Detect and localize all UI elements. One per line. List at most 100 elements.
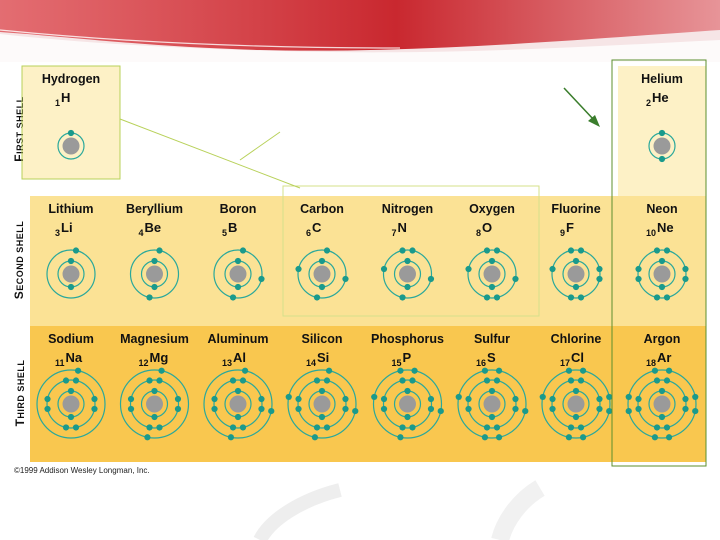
nucleus xyxy=(399,395,416,413)
electron xyxy=(285,393,292,401)
decorative-swoosh xyxy=(253,480,545,540)
element-symbol: Li xyxy=(61,220,73,235)
bohr-model-carbon xyxy=(295,247,349,301)
electron xyxy=(488,283,496,291)
electron xyxy=(234,413,242,421)
electron xyxy=(72,247,80,254)
row-label-second-shell: SECOND SHELL xyxy=(12,205,26,315)
electron xyxy=(146,377,153,384)
nucleus xyxy=(567,395,585,413)
electron xyxy=(258,275,265,283)
element-name: Phosphorus xyxy=(371,332,444,346)
electron xyxy=(625,393,632,401)
bohr-model-beryllium xyxy=(129,247,180,301)
electron xyxy=(596,405,603,413)
element-symbol: F xyxy=(566,220,574,235)
electron xyxy=(409,247,416,254)
copyright-credit: ©1999 Addison Wesley Longman, Inc. xyxy=(14,466,150,475)
electron xyxy=(234,283,242,291)
electron xyxy=(318,283,326,291)
element-name: Chlorine xyxy=(550,332,602,346)
nucleus xyxy=(229,395,247,413)
electron xyxy=(239,247,247,254)
electron xyxy=(342,405,349,413)
element-symbol-line: 17Cl xyxy=(560,350,584,368)
shell-orbit-2 xyxy=(213,249,263,299)
electron xyxy=(399,294,406,301)
electron xyxy=(465,265,472,273)
electron xyxy=(409,377,416,384)
nucleus xyxy=(483,395,501,413)
electron xyxy=(318,387,326,395)
element-name: Oxygen xyxy=(469,202,515,216)
electron xyxy=(495,367,503,374)
electron xyxy=(151,283,158,291)
electron xyxy=(399,247,406,254)
electron xyxy=(318,257,326,265)
electron xyxy=(313,424,321,431)
electron xyxy=(62,424,70,431)
nucleus xyxy=(313,395,331,413)
element-symbol-line: 10Ne xyxy=(646,220,674,238)
electron xyxy=(380,405,388,413)
electron xyxy=(539,393,546,401)
electron xyxy=(658,413,666,421)
bohr-model-hydrogen xyxy=(57,129,85,160)
nucleus xyxy=(146,395,163,413)
electron xyxy=(411,367,418,374)
atomic-number: 16 xyxy=(476,358,487,368)
element-name: Sodium xyxy=(48,332,94,346)
element-symbol: O xyxy=(482,220,493,235)
electron xyxy=(127,395,135,403)
shell-orbit-3 xyxy=(287,369,357,439)
electron xyxy=(323,424,331,431)
electron xyxy=(380,265,388,273)
electron xyxy=(493,247,501,254)
electron xyxy=(606,393,613,401)
electron xyxy=(522,407,529,415)
electron xyxy=(127,405,135,413)
electron xyxy=(579,434,587,441)
element-symbol: He xyxy=(652,90,669,105)
electron xyxy=(625,407,632,415)
element-symbol-line: 16S xyxy=(476,350,496,368)
electron xyxy=(549,395,556,403)
row-label-rest: HIRD SHELL xyxy=(16,359,26,419)
electron xyxy=(211,405,218,413)
atomic-number: 17 xyxy=(560,358,571,368)
bohr-model-phosphorus xyxy=(371,367,444,441)
element-name: Beryllium xyxy=(126,202,183,216)
pointer-line-lower xyxy=(239,131,281,161)
electron xyxy=(572,257,580,265)
electron xyxy=(488,387,496,395)
shell-orbit-2 xyxy=(551,379,601,429)
shell-orbit-3 xyxy=(203,369,273,439)
electron xyxy=(651,434,659,441)
electron xyxy=(151,387,158,395)
element-symbol: Mg xyxy=(149,350,169,365)
electron xyxy=(635,405,642,413)
electron xyxy=(488,257,496,265)
nucleus xyxy=(567,265,585,283)
arrow-line xyxy=(563,87,595,121)
element-name: Sulfur xyxy=(473,332,511,346)
atomic-number: 9 xyxy=(560,228,566,238)
electron xyxy=(399,424,406,431)
electron xyxy=(44,395,51,403)
element-name: Boron xyxy=(219,202,257,216)
shell-orbit-2 xyxy=(46,379,96,429)
electron xyxy=(427,275,435,283)
element-symbol: Ar xyxy=(657,350,672,365)
nucleus xyxy=(483,265,501,283)
electron xyxy=(653,424,661,431)
electron xyxy=(156,247,163,254)
nucleus xyxy=(653,395,671,413)
bohr-model-lithium xyxy=(46,247,96,299)
atomic-number: 1 xyxy=(55,98,61,108)
electron xyxy=(156,424,163,431)
